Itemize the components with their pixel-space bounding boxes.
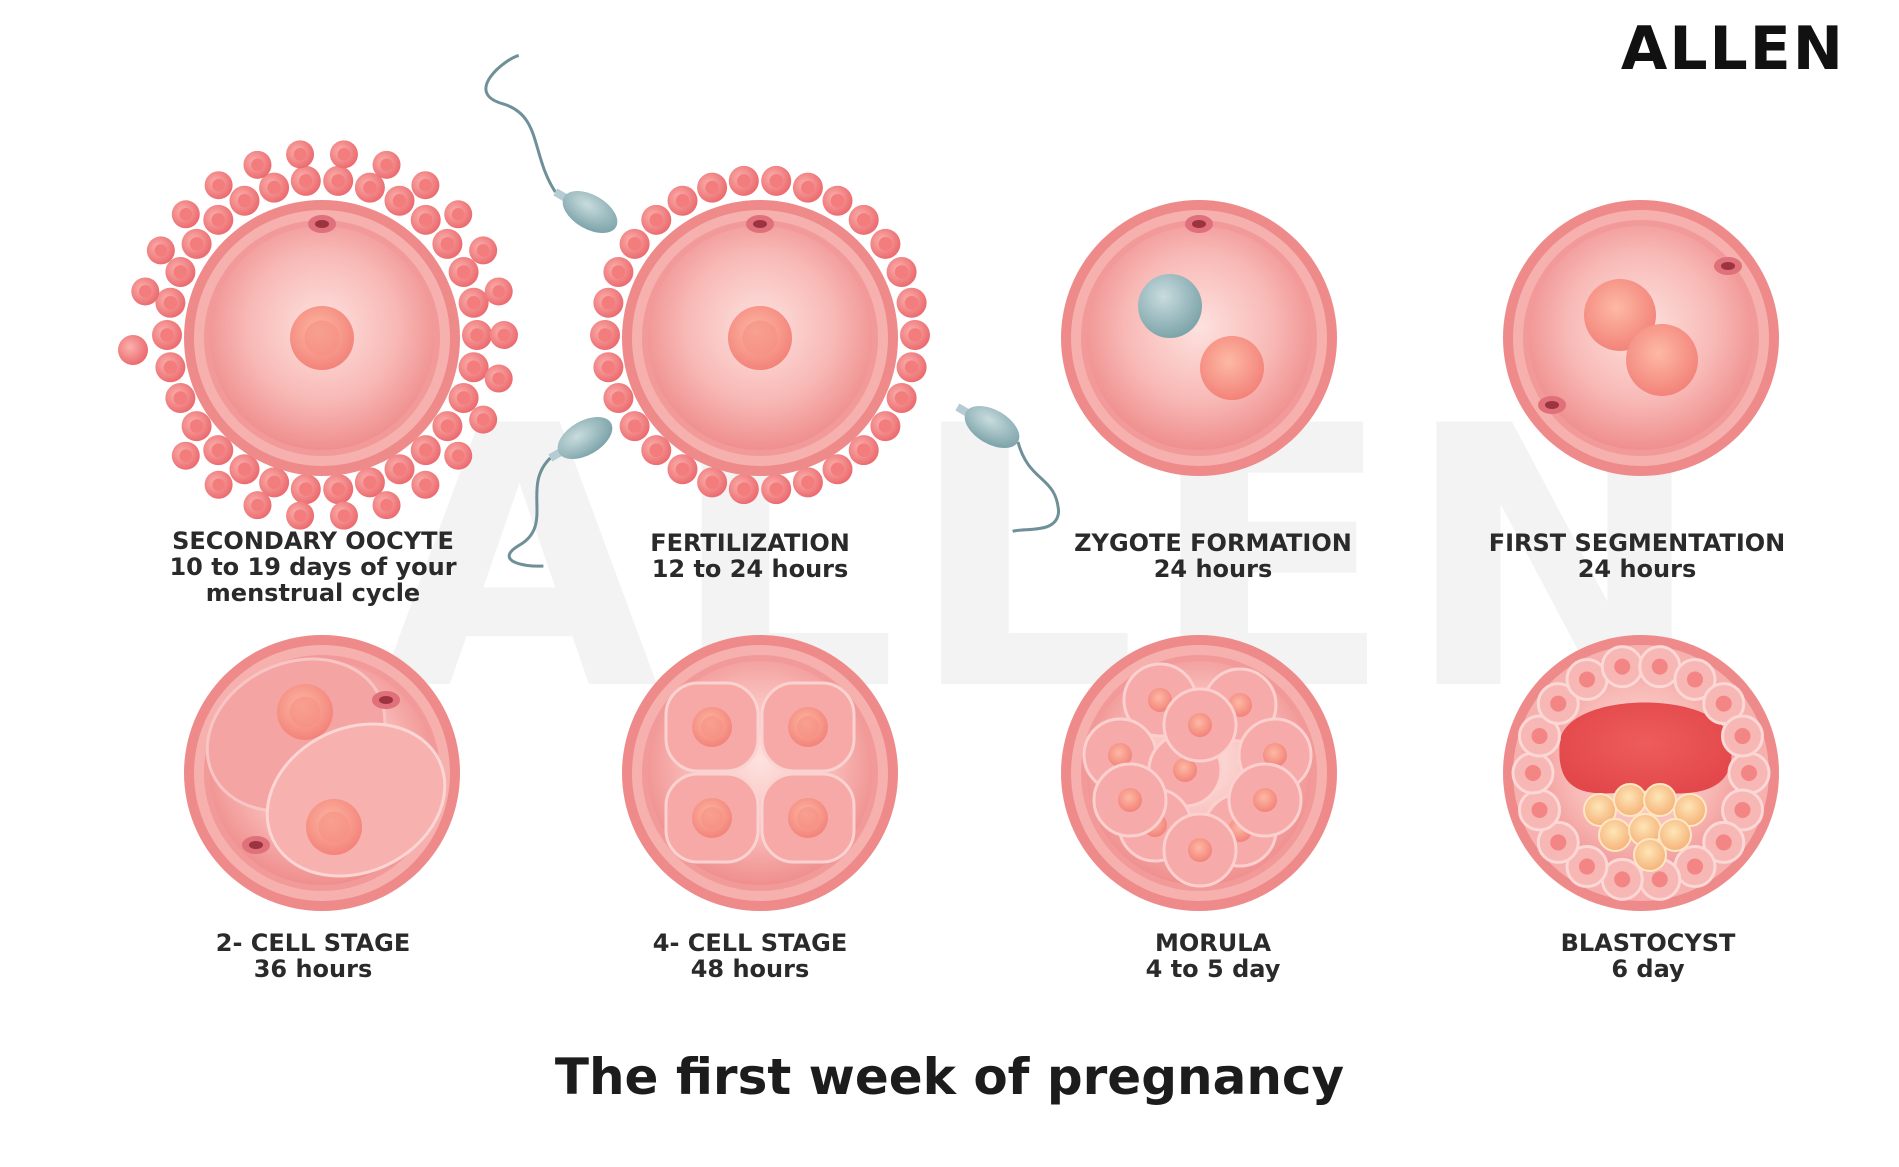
- stage-time: 6 day: [1611, 955, 1685, 983]
- label-2-cell-stage: 2- CELL STAGE 36 hours: [123, 930, 503, 982]
- label-4-cell-stage: 4- CELL STAGE 48 hours: [560, 930, 940, 982]
- 4-cell-embryo: [622, 635, 898, 911]
- sperm-head: [562, 190, 618, 234]
- inner-cell-mass-cell: [1598, 818, 1632, 852]
- secondary-oocyte: [184, 200, 460, 476]
- 2-cell-embryo: [184, 635, 460, 911]
- stage-time: 24 hours: [1153, 555, 1273, 583]
- dividing-nucleus: [1626, 324, 1698, 396]
- stage-time: 36 hours: [253, 955, 373, 983]
- sperm-left: [507, 416, 613, 568]
- stage-time: 24 hours: [1577, 555, 1697, 583]
- fertilized-egg: [622, 200, 898, 476]
- sperm-top: [484, 53, 618, 234]
- inner-cell-mass-cell: [1658, 818, 1692, 852]
- cytoplasm: [1087, 226, 1311, 450]
- sperm-head: [557, 416, 613, 460]
- stage-name: BLASTOCYST: [1560, 929, 1736, 957]
- female-pronucleus: [1200, 336, 1264, 400]
- inner-cell-mass-cell: [1673, 793, 1707, 827]
- page-title: The first week of pregnancy: [554, 1048, 1345, 1106]
- morula: [1061, 635, 1337, 911]
- label-secondary-oocyte: SECONDARY OOCYTE 10 to 19 days of your m…: [123, 528, 503, 606]
- inner-cell-mass-cell: [1633, 838, 1667, 872]
- sperm-head: [964, 405, 1020, 449]
- zygote: [1061, 200, 1337, 476]
- stage-name: 2- CELL STAGE: [215, 929, 411, 957]
- corona-radiata-outer-2: [131, 140, 518, 530]
- blastocyst: [1503, 635, 1779, 911]
- sperm-tail: [507, 456, 552, 568]
- first-segmentation: [1503, 200, 1779, 476]
- fertilization-corona: [590, 165, 930, 505]
- corona-cell: [118, 335, 148, 365]
- stage-name: 4- CELL STAGE: [652, 929, 848, 957]
- sperm-tail: [484, 53, 557, 193]
- stage-time: 48 hours: [690, 955, 810, 983]
- label-fertilization: FERTILIZATION 12 to 24 hours: [560, 530, 940, 582]
- brand-logo: ALLEN: [1620, 14, 1845, 84]
- sperm-right: [955, 403, 1061, 533]
- corona-radiata-outer: [152, 165, 492, 505]
- inner-cell-mass-cell: [1583, 793, 1617, 827]
- stage-time: 10 to 19 days of your: [169, 553, 457, 581]
- inner-cell-mass-cell: [1643, 783, 1677, 817]
- stage-time-line2: menstrual cycle: [205, 579, 421, 607]
- stage-name: SECONDARY OOCYTE: [172, 527, 454, 555]
- label-blastocyst: BLASTOCYST 6 day: [1458, 930, 1838, 982]
- dividing-nucleus: [1584, 279, 1656, 351]
- stage-name: ZYGOTE FORMATION: [1074, 529, 1352, 557]
- label-zygote-formation: ZYGOTE FORMATION 24 hours: [1023, 530, 1403, 582]
- sperm-tail: [1012, 441, 1061, 533]
- inner-cell-mass-cell: [1613, 783, 1647, 817]
- stage-time: 4 to 5 day: [1145, 955, 1281, 983]
- stage-name: MORULA: [1154, 929, 1272, 957]
- stage-name: FERTILIZATION: [650, 529, 850, 557]
- label-first-segmentation: FIRST SEGMENTATION 24 hours: [1447, 530, 1827, 582]
- stage-name: FIRST SEGMENTATION: [1488, 529, 1786, 557]
- label-morula: MORULA 4 to 5 day: [1023, 930, 1403, 982]
- blastocoel: [1559, 702, 1732, 794]
- male-pronucleus: [1138, 274, 1202, 338]
- stage-time: 12 to 24 hours: [651, 555, 849, 583]
